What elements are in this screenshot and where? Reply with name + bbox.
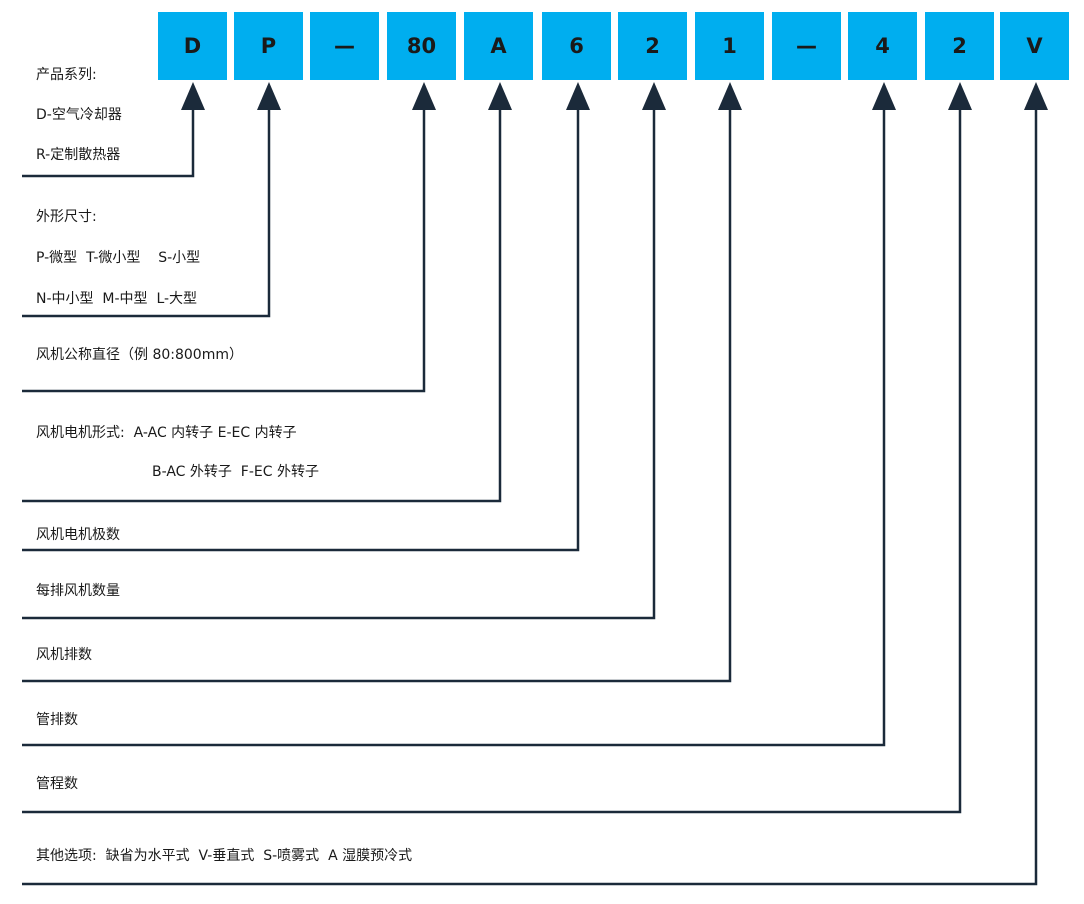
size-options-line2: N-中小型 M-中型 L-大型 — [36, 291, 198, 307]
code-box-series: D — [158, 12, 227, 80]
connector-diameter — [22, 100, 426, 393]
code-box-dash-2: — — [772, 12, 841, 80]
size-title: 外形尺寸: — [36, 209, 97, 225]
arrowhead-options — [1024, 82, 1048, 110]
code-box-poles: 6 — [542, 12, 611, 80]
code-box-options: V — [1000, 12, 1069, 80]
size-options-line1: P-微型 T-微小型 S-小型 — [36, 250, 201, 266]
fan-rows-label: 风机排数 — [36, 647, 92, 663]
poles-label: 风机电机极数 — [36, 527, 120, 543]
series-option-r: R-定制散热器 — [36, 147, 121, 163]
series-title: 产品系列: — [36, 67, 97, 83]
connector-size — [22, 100, 271, 318]
arrowhead-series — [181, 82, 205, 110]
connector-fans-per-row — [22, 100, 656, 620]
connector-tube-rows — [22, 100, 886, 747]
connector-series — [22, 100, 195, 178]
passes-label: 管程数 — [36, 776, 78, 792]
series-option-d: D-空气冷却器 — [36, 107, 122, 123]
code-box-dash-1: — — [310, 12, 379, 80]
code-box-fan-rows: 1 — [695, 12, 764, 80]
code-box-motor-type: A — [464, 12, 533, 80]
connector-poles — [22, 100, 580, 552]
fans-per-row-label: 每排风机数量 — [36, 583, 120, 599]
connector-options — [22, 100, 1038, 886]
code-box-fans-per-row: 2 — [618, 12, 687, 80]
code-box-size: P — [234, 12, 303, 80]
tube-rows-label: 管排数 — [36, 712, 78, 728]
connector-motor-type — [22, 100, 502, 503]
code-box-tube-rows: 4 — [848, 12, 917, 80]
arrowhead-diameter — [412, 82, 436, 110]
motor-type-line1: 风机电机形式: A-AC 内转子 E-EC 内转子 — [36, 425, 297, 441]
arrowhead-fans-per-row — [642, 82, 666, 110]
arrowhead-poles — [566, 82, 590, 110]
diameter-label: 风机公称直径（例 80:800mm） — [36, 347, 243, 363]
arrowhead-motor-type — [488, 82, 512, 110]
arrowhead-fan-rows — [718, 82, 742, 110]
arrowhead-tube-rows — [872, 82, 896, 110]
code-box-passes: 2 — [925, 12, 994, 80]
motor-type-line2: B-AC 外转子 F-EC 外转子 — [152, 464, 319, 480]
other-options-label: 其他选项: 缺省为水平式 V-垂直式 S-喷雾式 A 湿膜预冷式 — [36, 848, 413, 864]
arrowhead-passes — [948, 82, 972, 110]
arrowhead-size — [257, 82, 281, 110]
connector-fan-rows — [22, 100, 732, 683]
connector-passes — [22, 100, 962, 814]
code-box-diameter: 80 — [387, 12, 456, 80]
